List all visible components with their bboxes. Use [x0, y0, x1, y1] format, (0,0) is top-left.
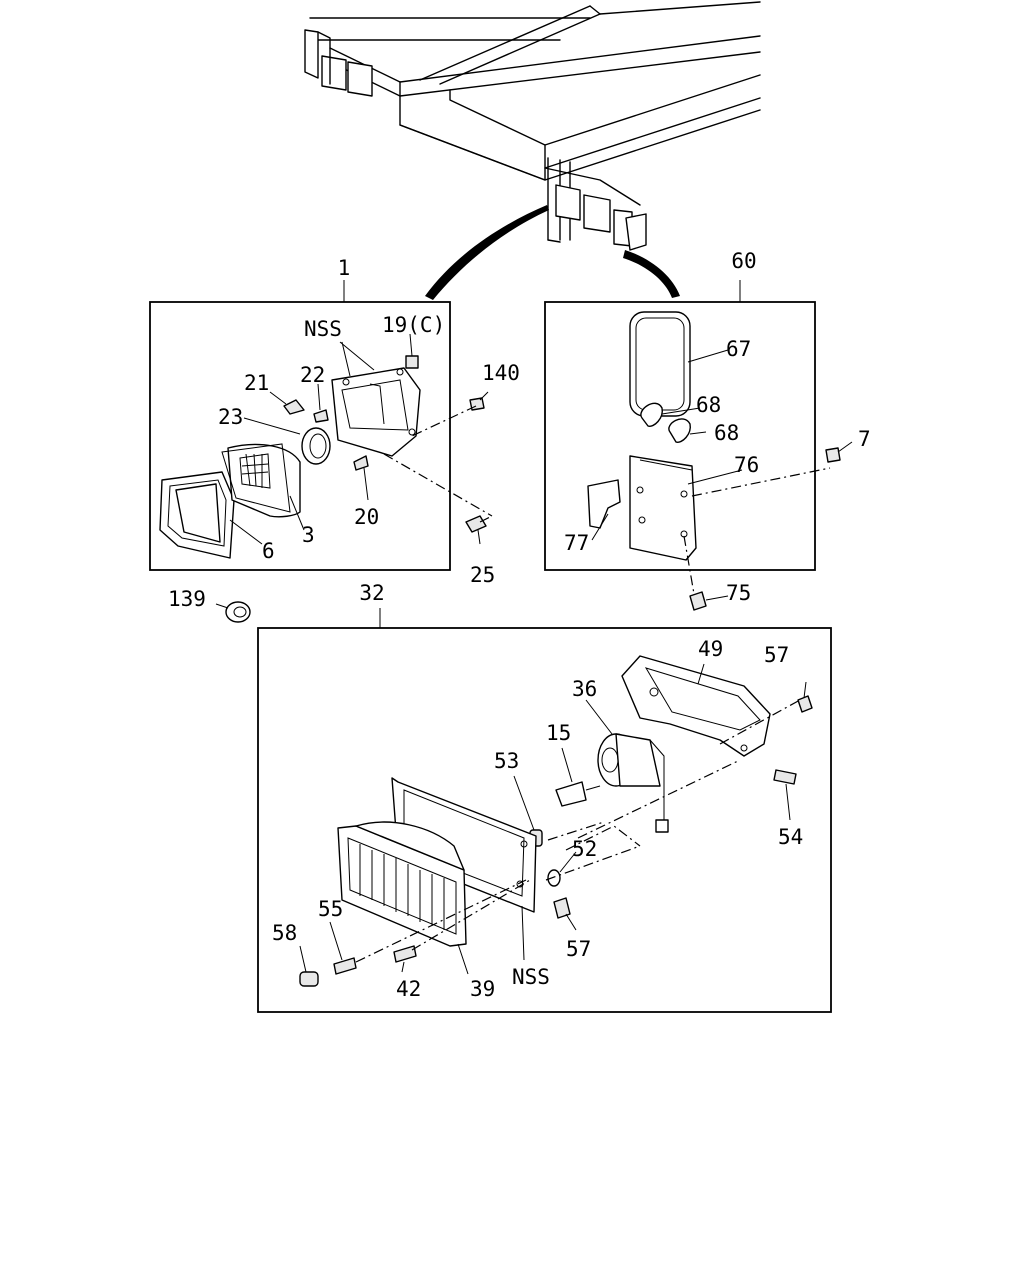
label-22: 22 — [300, 363, 325, 387]
label-49: 49 — [698, 637, 723, 661]
part-57-nut-lower — [553, 897, 571, 919]
label-25: 25 — [470, 563, 495, 587]
label-140: 140 — [482, 361, 520, 385]
label-23: 23 — [218, 405, 243, 429]
label-3: 3 — [302, 523, 315, 547]
label-53: 53 — [494, 749, 519, 773]
part-68-bulbs — [640, 402, 691, 443]
label-68-upper: 68 — [696, 393, 721, 417]
part-75-screw — [689, 591, 707, 611]
part-52-ring — [547, 869, 561, 887]
label-76: 76 — [734, 453, 759, 477]
label-75: 75 — [726, 581, 751, 605]
part-67-gasket — [629, 311, 691, 417]
label-55: 55 — [318, 897, 343, 921]
label-nss-fog: NSS — [512, 965, 550, 989]
part-54-bolt — [773, 769, 797, 785]
label-7: 7 — [858, 427, 871, 451]
headlamp-housing — [331, 367, 421, 457]
label-58: 58 — [272, 921, 297, 945]
part-19-clip — [405, 355, 419, 369]
label-15: 15 — [546, 721, 571, 745]
side-lamp-assembly-box: 60 — [544, 249, 831, 595]
label-36: 36 — [572, 677, 597, 701]
part-39-fog-lens — [337, 821, 467, 947]
part-55-screw — [333, 957, 357, 975]
label-52: 52 — [572, 837, 597, 861]
label-139: 139 — [168, 587, 206, 611]
label-nss-headlamp: NSS — [304, 317, 342, 341]
part-42-screw — [393, 945, 417, 963]
part-20-screw — [353, 455, 369, 471]
callout-labels: NSS 19(C) 21 22 23 140 20 3 6 25 67 68 6… — [168, 313, 871, 1001]
label-67: 67 — [726, 337, 751, 361]
fog-lamp-assembly-box: 32 — [257, 581, 832, 1013]
part-7-nut — [825, 447, 841, 463]
part-6-bezel — [159, 471, 235, 559]
part-36-lamp-body — [597, 733, 669, 833]
label-21: 21 — [244, 371, 269, 395]
label-6: 6 — [262, 539, 275, 563]
part-49-bracket — [621, 655, 771, 757]
label-39: 39 — [470, 977, 495, 1001]
part-139-grommet — [215, 601, 251, 623]
label-57-lower: 57 — [566, 937, 591, 961]
label-57-upper: 57 — [764, 643, 789, 667]
label-20: 20 — [354, 505, 379, 529]
assembly-label-60: 60 — [731, 249, 756, 273]
assembly-label-1: 1 — [338, 256, 351, 280]
part-77-bracket — [587, 479, 621, 529]
part-15-bulb — [555, 781, 601, 807]
label-54: 54 — [778, 825, 803, 849]
part-57-nut-upper — [797, 695, 813, 713]
label-68-lower: 68 — [714, 421, 739, 445]
part-22-screw — [313, 409, 329, 423]
part-76-lamp-body — [629, 455, 697, 561]
part-21-adjuster — [283, 399, 305, 415]
assembly-label-32: 32 — [359, 581, 384, 605]
label-77: 77 — [564, 531, 589, 555]
vehicle-front-frame — [304, 1, 761, 300]
part-25-bolt — [465, 515, 487, 533]
label-19c: 19(C) — [382, 313, 445, 337]
part-23-ring — [301, 427, 331, 465]
part-3-sealed-beam — [221, 443, 301, 518]
label-42: 42 — [396, 977, 421, 1001]
headlamp-assembly-box: 1 — [149, 256, 493, 571]
part-58-cap — [299, 971, 319, 987]
